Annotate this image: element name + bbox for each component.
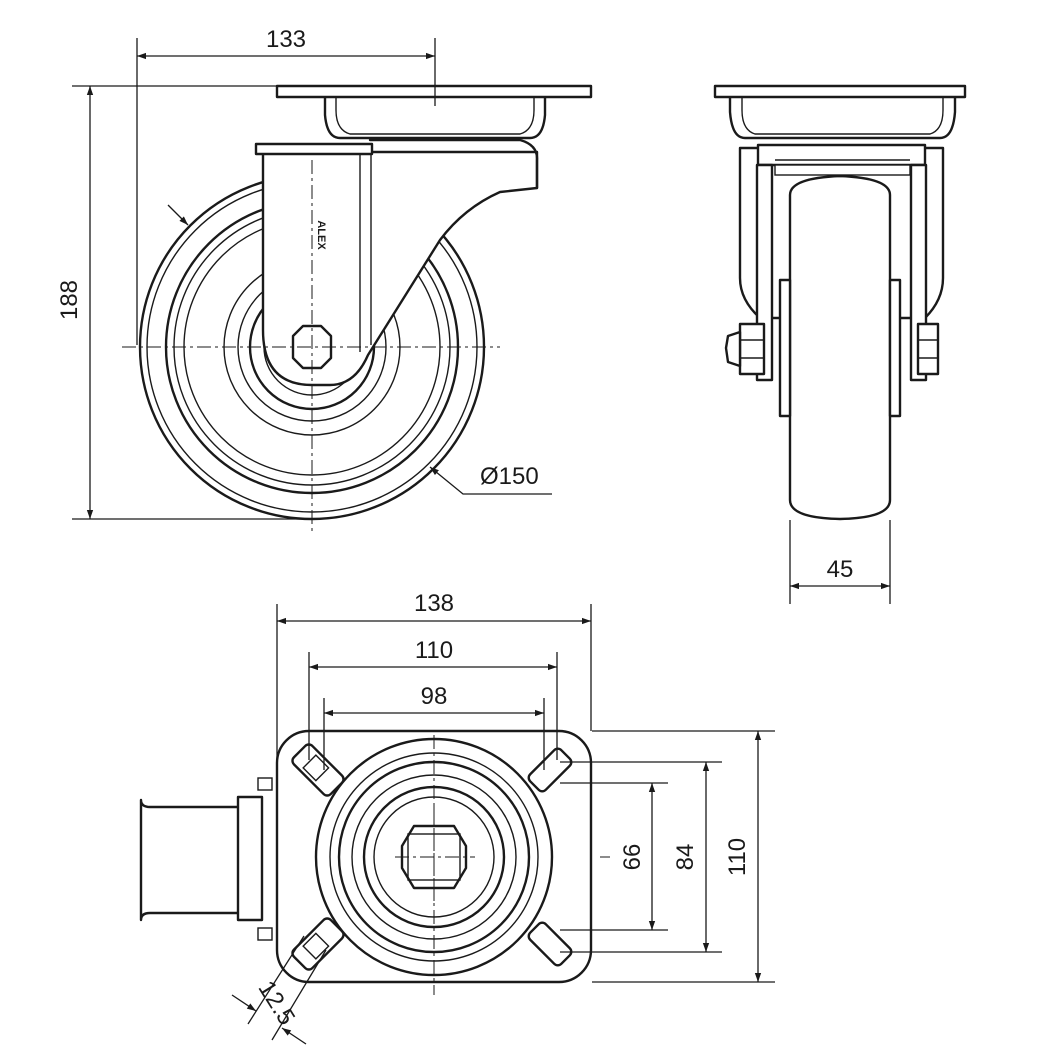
brand-logo: ALEX xyxy=(315,220,327,250)
tread-callout xyxy=(167,204,189,226)
dimension-label: Ø150 xyxy=(480,463,539,490)
dimension-label: 84 xyxy=(672,844,699,871)
dimension-label: 12.5 xyxy=(253,976,301,1030)
top-view: 138 110 98 66 84 xyxy=(139,590,775,1045)
dimension-label: 138 xyxy=(414,590,454,617)
dimension-label: 188 xyxy=(56,280,83,320)
dimension-84: 84 xyxy=(560,761,722,953)
top-plate xyxy=(275,84,593,190)
side-view: ALEX 133 188 xyxy=(56,26,593,534)
dimension-66: 66 xyxy=(560,782,668,931)
bolt-slot xyxy=(527,747,573,793)
dimension-label: 98 xyxy=(421,683,448,710)
bolt-slot xyxy=(527,921,573,967)
dimension-110-vertical: 110 xyxy=(592,730,775,983)
dimension-label: 110 xyxy=(724,838,751,876)
dimension-label: 133 xyxy=(266,26,306,53)
swivel-fork: ALEX xyxy=(254,142,539,387)
dimension-138: 138 xyxy=(276,590,592,845)
dimension-133: 133 xyxy=(136,26,436,345)
dimension-45: 45 xyxy=(789,520,891,604)
dimension-label: 66 xyxy=(619,844,646,871)
dimension-188: 188 xyxy=(56,85,312,520)
front-view: 45 xyxy=(713,84,967,604)
dimension-110-horizontal: 110 xyxy=(308,637,558,760)
bolt-slot xyxy=(291,743,345,797)
dimension-diameter-150: Ø150 xyxy=(429,463,552,495)
dimension-label: 110 xyxy=(415,637,453,664)
front-wheel xyxy=(788,174,892,521)
dimension-98: 98 xyxy=(323,683,545,770)
bolt-slot xyxy=(291,917,345,971)
dimension-label: 45 xyxy=(827,556,854,583)
